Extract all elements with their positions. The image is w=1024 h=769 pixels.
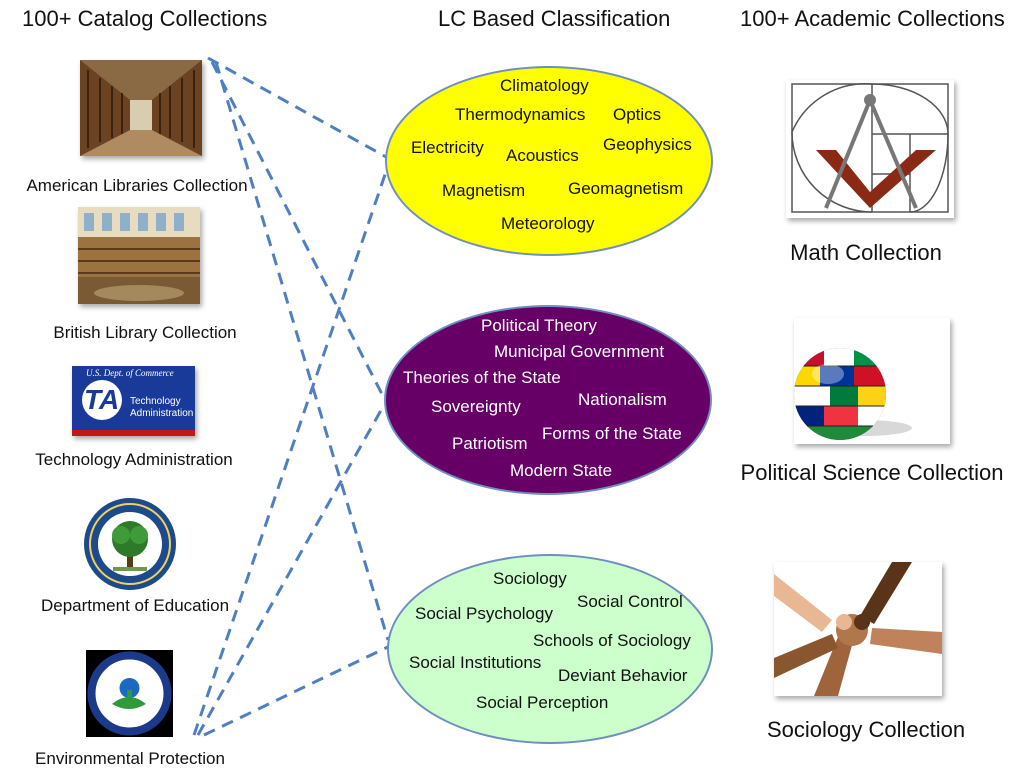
ta-logo: U.S. Dept. of Commerce TA Technology Adm… (72, 366, 195, 436)
term-magnetism: Magnetism (442, 181, 526, 200)
term-theories-of-the-state: Theories of the State (403, 368, 561, 387)
connector-catalog-to-politics (210, 61, 387, 401)
sociology-collection-caption: Sociology Collection (766, 717, 966, 742)
epa-seal (86, 650, 173, 737)
catalog-caption-environmental: Environmental Protection (35, 749, 225, 768)
politics-terms-ellipse (384, 305, 712, 495)
term-geophysics: Geophysics (603, 135, 692, 154)
term-deviant-behavior: Deviant Behavior (558, 666, 688, 685)
catalog-caption-british: British Library Collection (53, 323, 237, 342)
term-patriotism: Patriotism (452, 434, 528, 453)
catalog-caption-american: American Libraries Collection (26, 176, 248, 195)
ta-logo-text: Technology Administration (130, 396, 194, 419)
term-social-psychology: Social Psychology (415, 604, 553, 623)
reading-room-photo (78, 207, 200, 304)
flag-globe-image (794, 318, 950, 444)
term-political-theory: Political Theory (481, 316, 597, 335)
term-acoustics: Acoustics (506, 146, 579, 165)
term-geomagnetism: Geomagnetism (568, 179, 684, 198)
term-schools-of-sociology: Schools of Sociology (533, 631, 691, 650)
connector-epa-to-physics (192, 159, 392, 736)
ta-logo-letters: TA (84, 384, 120, 415)
term-modern-state: Modern State (510, 461, 613, 480)
math-collection-caption: Math Collection (790, 240, 942, 265)
catalog-heading: 100+ Catalog Collections (22, 6, 268, 31)
sociology-terms-ellipse (387, 554, 713, 744)
term-forms-of-the-state: Forms of the State (542, 424, 682, 443)
physics-terms-ellipse (385, 66, 713, 256)
term-meteorology: Meteorology (501, 214, 595, 233)
political-science-collection-caption: Political Science Collection (740, 460, 1004, 485)
connector-epa-to-sociology (203, 643, 393, 737)
catalog-caption-technology: Technology Administration (35, 450, 233, 469)
catalog-caption-education: Department of Education (40, 596, 230, 615)
connector-catalog-to-physics (207, 56, 389, 160)
classification-heading: LC Based Classification (438, 6, 671, 31)
term-municipal-government: Municipal Government (494, 342, 665, 361)
term-sociology: Sociology (493, 569, 567, 588)
library-hall-photo (80, 60, 202, 156)
term-thermodynamics: Thermodynamics (455, 105, 586, 124)
golden-spiral-compass-image (786, 80, 954, 218)
term-social-perception: Social Perception (476, 693, 609, 712)
term-nationalism: Nationalism (578, 390, 667, 409)
term-optics: Optics (613, 105, 662, 124)
term-social-institutions: Social Institutions (409, 653, 542, 672)
term-social-control: Social Control (577, 592, 683, 611)
term-climatology: Climatology (500, 76, 589, 95)
joined-hands-image (774, 562, 942, 696)
connector-catalog-to-sociology (214, 61, 390, 641)
ta-logo-top-text: U.S. Dept. of Commerce (86, 368, 174, 378)
term-electricity: Electricity (411, 138, 484, 157)
academic-heading: 100+ Academic Collections (740, 6, 1005, 31)
education-seal (83, 497, 177, 591)
term-sovereignty: Sovereignty (431, 397, 521, 416)
